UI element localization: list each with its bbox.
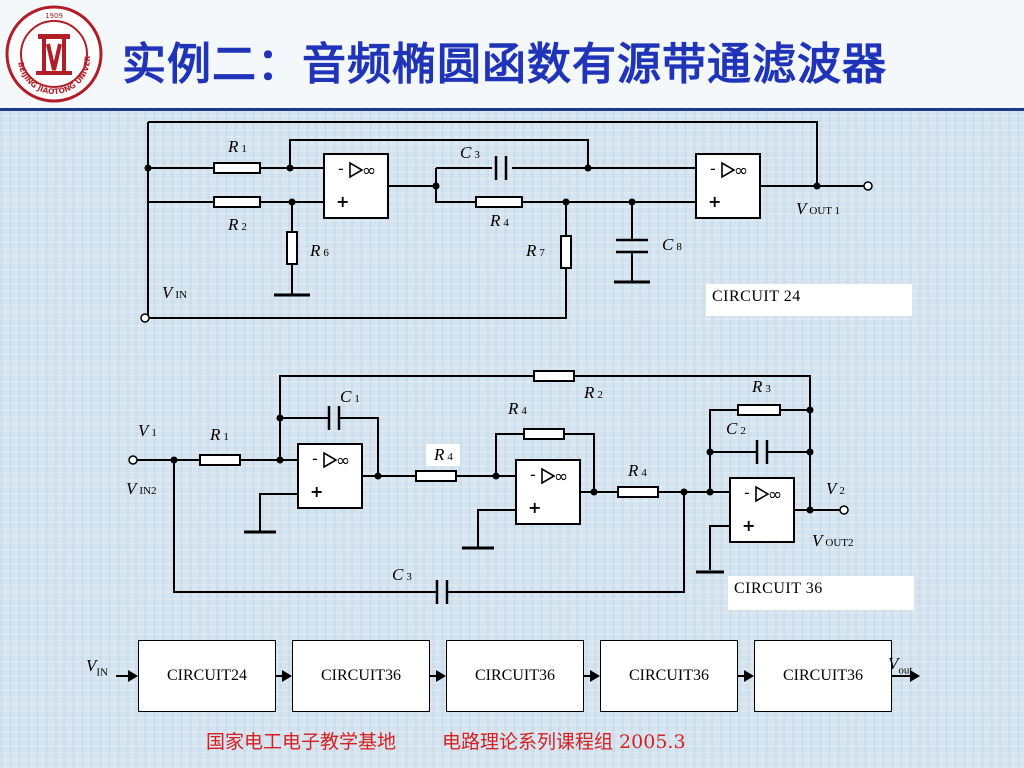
footer-left-text: 国家电工电子教学基地: [206, 731, 397, 753]
c36-opamp-3: [729, 477, 795, 543]
chain-block-3: CIRCUIT36: [446, 640, 584, 712]
c24-r6-resistor: [286, 231, 298, 265]
slide-footer: 国家电工电子教学基地 电路理论系列课程组 2005.3: [206, 727, 686, 754]
circuit36: [136, 375, 840, 593]
chain-vin-label: VIN: [86, 656, 108, 679]
svg-text:R4: R4: [433, 445, 453, 464]
c24-opamp-1: [323, 153, 389, 219]
chain-block-2: CIRCUIT36: [292, 640, 430, 712]
c36-c1-capacitor: [327, 406, 341, 430]
c36-c3-capacitor: [435, 580, 449, 604]
c24-r4-resistor: [475, 196, 523, 208]
c24-r2-resistor: [213, 196, 261, 208]
chain-vout-label: Vout: [888, 654, 913, 677]
c36-r4c-resistor: [617, 486, 659, 498]
c36-r1-resistor: [199, 454, 241, 466]
c36-opamp-2: [515, 459, 581, 525]
svg-text:C3: C3: [460, 143, 480, 162]
c24-c3-capacitor: [494, 156, 508, 180]
svg-text:V2: V2: [826, 479, 845, 498]
svg-text:R4: R4: [489, 211, 509, 230]
svg-text:R7: R7: [525, 241, 545, 260]
c24-r1-resistor: [213, 162, 261, 174]
circuit36-label: CIRCUIT 36: [728, 576, 914, 610]
c36-c2-capacitor: [755, 440, 769, 464]
c36-r4b-resistor: [523, 428, 565, 440]
slide-title: 实例二：音频椭圆函数有源带通滤波器: [122, 39, 887, 90]
svg-text:R4: R4: [627, 461, 647, 480]
c36-vout-terminal: [839, 505, 849, 515]
svg-text:VIN: VIN: [162, 283, 187, 302]
svg-text:C8: C8: [662, 235, 682, 254]
svg-text:R2: R2: [583, 383, 603, 402]
logo-year: 1909: [45, 12, 63, 20]
slide-header: [0, 0, 1024, 108]
c36-vin-terminal: [128, 455, 138, 465]
svg-text:C3: C3: [392, 565, 412, 584]
svg-text:C2: C2: [726, 419, 746, 438]
circuit-diagram: - + ∞: [116, 121, 920, 682]
c24-r7-resistor: [560, 235, 572, 269]
circuit24-label: CIRCUIT 24: [706, 284, 912, 316]
chain-block-4: CIRCUIT36: [600, 640, 738, 712]
svg-text:R6: R6: [309, 241, 329, 260]
c24-opamp-2: [695, 153, 761, 219]
chain-block-1: CIRCUIT24: [138, 640, 276, 712]
svg-text:R1: R1: [227, 137, 247, 156]
c36-r3-resistor: [737, 404, 781, 416]
svg-text:R2: R2: [227, 215, 247, 234]
svg-text:R4: R4: [507, 399, 527, 418]
svg-text:R1: R1: [209, 425, 229, 444]
svg-text:R3: R3: [751, 377, 771, 396]
svg-text:C1: C1: [340, 387, 360, 406]
svg-text:V1: V1: [138, 421, 157, 440]
c36-r2-resistor: [533, 370, 575, 382]
c36-opamp-1: [297, 443, 363, 509]
c36-r4a-resistor: [415, 470, 457, 482]
chain-block-5: CIRCUIT36: [754, 640, 892, 712]
c24-vin-terminal: [140, 313, 150, 323]
c24-vout-terminal: [863, 181, 873, 191]
chain-arrows: [116, 670, 920, 682]
c24-c8-capacitor: [616, 238, 648, 254]
university-logo: BEIJING JIAOTONG UNIVERSITY 1909: [4, 4, 103, 103]
header-rule: [0, 108, 1024, 111]
footer-right-text: 电路理论系列课程组 2005.3: [442, 731, 686, 753]
